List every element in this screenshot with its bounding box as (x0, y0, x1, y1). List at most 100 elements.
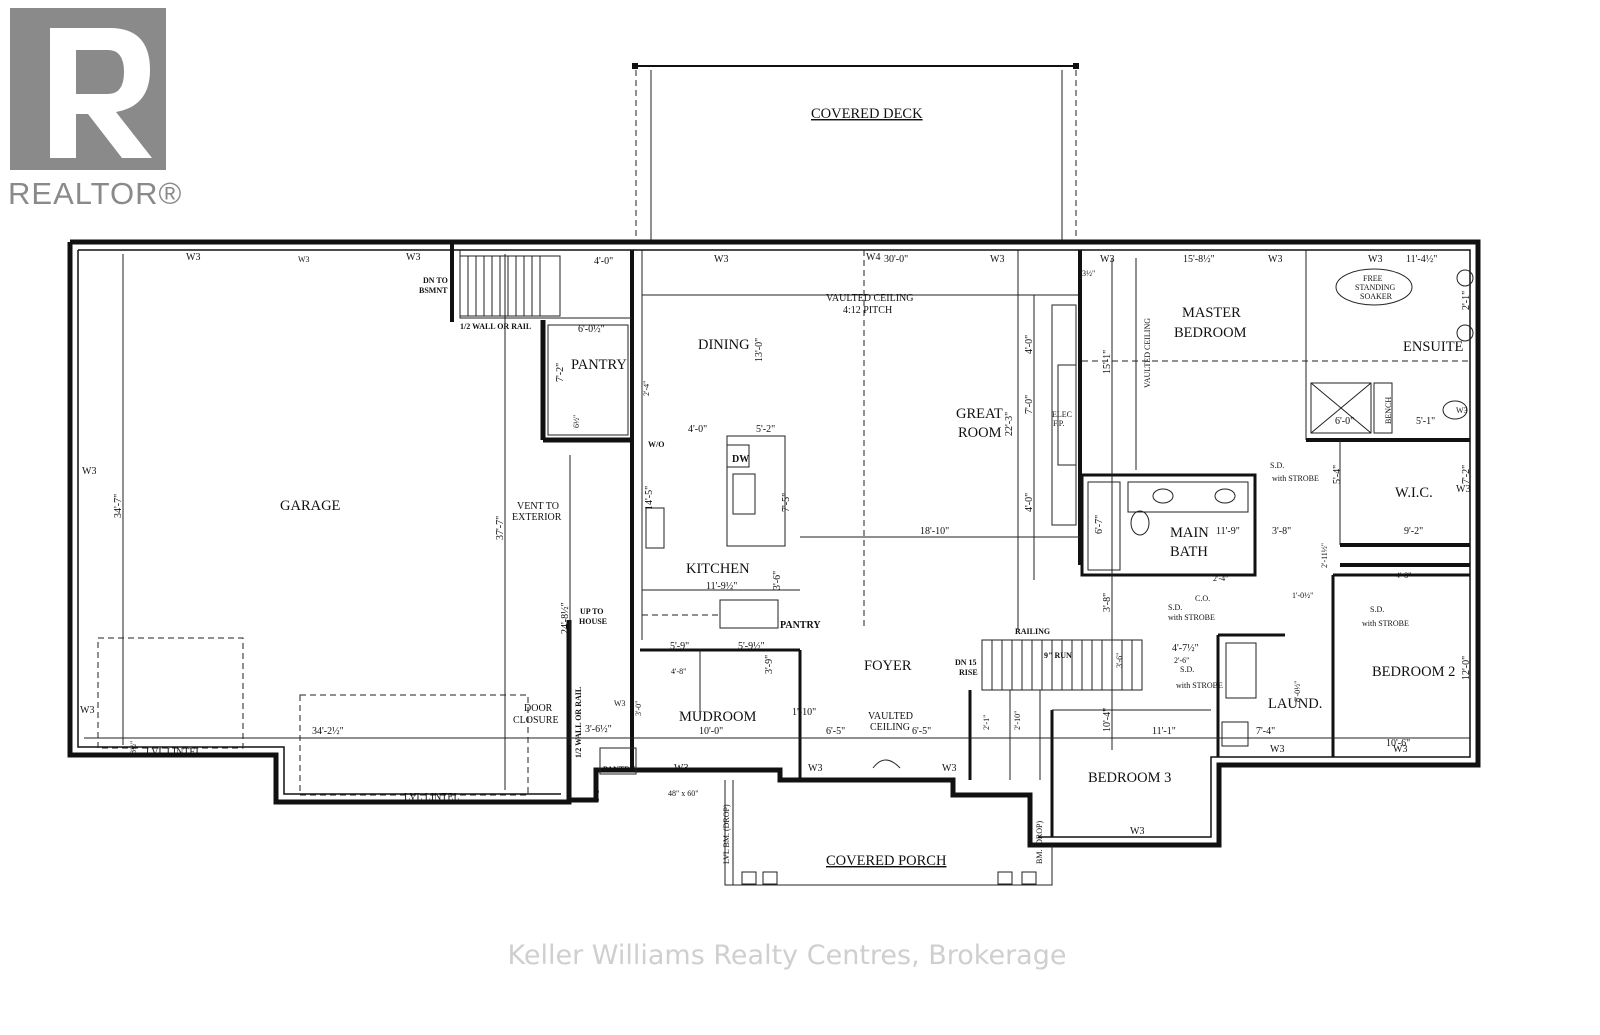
bedroom-walls (1050, 573, 1470, 837)
dimension-label: 6'-5" (912, 726, 931, 737)
dimension-label: 6'-0½" (578, 324, 605, 335)
window-label: W3 (406, 252, 420, 263)
room-labels: COVERED DECK GARAGE DINING PANTRY KITCHE… (280, 106, 1464, 869)
pitch-note: 4:12 PITCH (843, 305, 892, 316)
window-label: W3 (80, 705, 94, 716)
dining-label: DINING (698, 337, 750, 353)
brokerage-watermark: Keller Williams Realty Centres, Brokerag… (507, 940, 1067, 971)
dimension-label: 3'-8" (1102, 593, 1113, 612)
dn-15-note-1: DN 15 (955, 658, 977, 667)
dimension-label: 4'-8" (1396, 571, 1411, 580)
dimension-label: 10'-0" (699, 726, 723, 737)
dimension-lines (84, 254, 1470, 790)
master-vaulted-note: VAULTED CEILING (1143, 318, 1152, 388)
stair-run-note: 9" RUN (1044, 651, 1072, 660)
realtor-logo-mark (10, 8, 166, 170)
dimension-label: 4'-7½" (1172, 643, 1199, 654)
garage-wall (97, 242, 634, 800)
kitchen-pantry-label: PANTRY (780, 620, 821, 631)
main-bath-label-2: BATH (1170, 544, 1208, 560)
pantry-label: PANTRY (571, 357, 627, 373)
dimension-label: 7'-4" (1256, 726, 1275, 737)
pantry-walls (547, 324, 629, 436)
dimension-label: 2'-10" (1013, 711, 1022, 730)
dimension-label: 37'-7" (495, 516, 506, 540)
dimension-label: 1'-6" (592, 787, 601, 802)
dimension-label: 2'-1" (982, 715, 991, 730)
master-bedroom-label-1: MASTER (1182, 305, 1241, 321)
covered-porch-label: COVERED PORCH (826, 853, 947, 869)
bench-note: BENCH (1384, 397, 1393, 424)
dimension-label: 15'-8½" (1183, 254, 1215, 265)
dimension-label: 2'-11½" (1320, 543, 1329, 568)
dimension-label: 4'-0" (1024, 493, 1035, 512)
realtor-logo: REALTOR® (8, 8, 188, 211)
dimension-label: 5'-9½" (738, 641, 765, 652)
dimension-label: 34'-2½" (312, 726, 344, 737)
drop-beam-left-note: LVL BM. (DROP) (722, 804, 731, 864)
dimension-label: 8'-0½" (1293, 681, 1302, 702)
dimension-label: 2'-1" (1461, 291, 1472, 310)
bedroom-3-label: BEDROOM 3 (1088, 770, 1171, 786)
dimension-labels: 30'-0" 15'-8½" 11'-4½" 4'-0" 6'-0½" 13'-… (113, 254, 1472, 802)
half-wall-note: 1/2 WALL OR RAIL (460, 322, 531, 331)
drop-beam-right-note: BM. (DROP) (1035, 821, 1044, 864)
window-size-note: 48" x 60" (668, 789, 699, 798)
dimension-label: 13'-0" (754, 338, 765, 362)
lvl-lintel-note-2: LVL LINTEL (404, 792, 460, 803)
vent-note-2: EXTERIOR (512, 512, 562, 523)
main-bath-walls (1080, 473, 1257, 577)
soaker-note-3: SOAKER (1360, 292, 1393, 301)
dimension-label: 1'-10" (792, 707, 816, 718)
dimension-label: 3½" (1082, 269, 1095, 278)
great-room-label-2: ROOM (958, 425, 1002, 441)
window-label: W3 (1270, 744, 1284, 755)
window-label: W3 (614, 699, 626, 708)
dimension-label: 24'-8½" (560, 602, 571, 634)
up-to-note-2: HOUSE (579, 617, 607, 626)
dimension-label: 3'-6" (772, 571, 783, 590)
dimension-label: 11'-9½" (706, 581, 737, 592)
dimension-label: 15'-1" (1102, 350, 1113, 374)
window-label: W3 (808, 763, 822, 774)
bedroom-2-label: BEDROOM 2 (1372, 664, 1455, 680)
mudroom-label: MUDROOM (679, 709, 756, 725)
foyer-label: FOYER (864, 658, 912, 674)
dimension-label: 2'-4" (1213, 574, 1228, 583)
dimension-label: 11'-9" (1216, 526, 1240, 537)
main-bath-label-1: MAIN (1170, 525, 1209, 541)
co-note: C.O. (1195, 594, 1210, 603)
dimension-label: 2'-4" (642, 381, 651, 396)
door-note-2: CLOSURE (513, 715, 559, 726)
mudroom-walls (599, 648, 1041, 780)
dimension-label: 6½" (572, 415, 581, 428)
master-suite-walls (1082, 250, 1474, 567)
garage-label: GARAGE (280, 498, 341, 514)
sd-note-2: S.D. (1180, 665, 1194, 674)
dimension-label: 22'-3" (1004, 412, 1015, 436)
great-room-label-1: GREAT (956, 406, 1003, 422)
sd-note-1: S.D. (1168, 603, 1182, 612)
sd-strobe-note-3: with STROBE (1272, 474, 1319, 483)
master-bedroom-label-2: BEDROOM (1174, 325, 1247, 341)
annotations: VAULTED CEILING 4:12 PITCH DN TO BSMNT 1… (146, 274, 1409, 864)
dimension-label: 14'-5" (644, 486, 655, 510)
basement-stairs (459, 255, 561, 317)
laundry-label: LAUND. (1268, 696, 1322, 712)
ensuite-label: ENSUITE (1403, 339, 1464, 355)
dimension-label: 5'-4" (1332, 465, 1343, 484)
wic-label: W.I.C. (1395, 485, 1433, 501)
window-label: W3 (1130, 826, 1144, 837)
dimension-label: 34'-7" (113, 494, 124, 518)
window-labels: W3 W3 W3 W3 W4 W3 W3 W3 W3 W3 W3 W3 W3 W… (80, 252, 1470, 837)
sd-strobe-note-2: with STROBE (1176, 681, 1223, 690)
dimension-label: 7'-2" (555, 363, 566, 382)
dimension-label: 4'-0" (1024, 335, 1035, 354)
dimension-label: 3'-0" (634, 701, 643, 716)
kitchen-label: KITCHEN (686, 561, 750, 577)
sd-note-4: S.D. (1370, 605, 1384, 614)
window-label: W3 (82, 466, 96, 477)
half-wall-side-note: 1/2 WALL OR RAIL (574, 687, 583, 758)
covered-deck-label: COVERED DECK (811, 106, 923, 122)
